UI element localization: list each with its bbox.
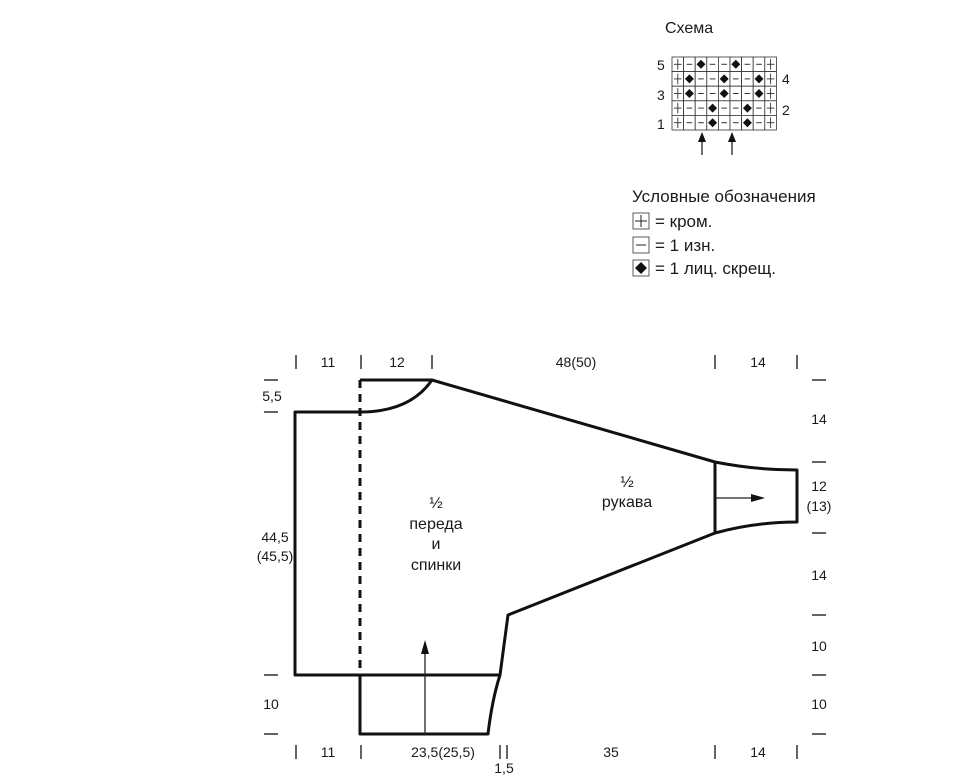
scheme-cell-knit (752, 71, 766, 87)
rib-outline (358, 674, 502, 736)
scheme-cell-edge (764, 56, 777, 73)
scheme-grid (671, 56, 777, 131)
scheme-cell-purl (718, 56, 731, 73)
left-dim-10: 10 (263, 696, 279, 712)
scheme-cell-edge (671, 71, 685, 87)
legend-title: Условные обозначения (632, 187, 816, 206)
top-dimensions: 11 12 48(50) 14 (295, 354, 798, 370)
scheme-cell-edge (764, 85, 777, 102)
bottom-dim-1-5: 1,5 (494, 760, 514, 776)
top-dim-11: 11 (321, 354, 336, 370)
right-dim-12: 12 (811, 478, 827, 494)
right-dim-10-lower: 10 (811, 696, 827, 712)
body-label-front: переда (409, 516, 462, 533)
scheme-cell-purl (741, 71, 754, 87)
right-dimensions: 14 12 (13) 14 10 10 (807, 379, 832, 735)
top-dim-48: 48(50) (556, 354, 596, 370)
repeat-arrow-1 (698, 132, 706, 155)
left-dimensions: 5,5 44,5 (45,5) 10 (257, 379, 294, 735)
legend-purl-item: = 1 изн. (632, 236, 715, 255)
row-label-5: 5 (657, 57, 665, 73)
scheme-cell-purl (694, 71, 708, 87)
scheme-cell-knit (741, 115, 754, 131)
scheme-cell-edge (764, 115, 777, 131)
legend-edge-text: = кром. (655, 212, 712, 231)
bottom-dim-11: 11 (321, 744, 336, 760)
scheme-cell-knit (752, 85, 766, 102)
right-dim-14-bottom: 14 (811, 567, 827, 583)
scheme-cell-purl (741, 56, 754, 73)
right-dim-13: (13) (807, 498, 832, 514)
bottom-dim-23-5: 23,5(25,5) (411, 744, 475, 760)
left-dim-45-5: (45,5) (257, 548, 294, 564)
scheme-cell-purl (718, 115, 731, 131)
scheme-cell-purl (752, 115, 766, 131)
scheme-cell-purl (683, 56, 696, 73)
bottom-dimensions: 11 23,5(25,5) 35 14 1,5 (295, 744, 798, 776)
legend-purl-text: = 1 изн. (655, 236, 715, 255)
scheme-cell-knit (706, 115, 719, 131)
scheme-cell-purl (741, 85, 754, 102)
legend-knit-text: = 1 лиц. скрещ. (655, 259, 776, 278)
scheme-cell-knit (694, 56, 708, 73)
scheme-cell-edge (671, 100, 685, 116)
scheme-cell-knit (706, 100, 719, 116)
row-label-4: 4 (782, 71, 790, 87)
body-label-half: ½ (429, 495, 442, 512)
scheme-cell-edge (671, 85, 685, 102)
body-label-and: и (432, 536, 441, 553)
scheme-cell-purl (706, 56, 719, 73)
scheme-cell-knit (718, 71, 731, 87)
top-dim-14: 14 (750, 354, 766, 370)
sleeve-label-half: ½ (620, 474, 633, 491)
scheme-cell-purl (706, 85, 719, 102)
scheme-cell-purl (694, 115, 708, 131)
scheme-cell-edge (764, 100, 777, 116)
scheme-title: Схема (665, 20, 713, 37)
scheme-cell-purl (729, 115, 743, 131)
scheme-cell-purl (752, 56, 766, 73)
cuff-direction-arrow (715, 494, 765, 502)
right-dim-10-upper: 10 (811, 638, 827, 654)
scheme-cell-knit (683, 71, 696, 87)
scheme-cell-edge (671, 56, 685, 73)
sleeve-label-sleeve: рукава (602, 494, 652, 511)
scheme-cell-purl (706, 71, 719, 87)
scheme-cell-purl (729, 71, 743, 87)
row-label-2: 2 (782, 102, 790, 118)
body-label-back: спинки (411, 557, 461, 574)
row-label-1: 1 (657, 116, 665, 132)
legend-edge-item: = кром. (632, 212, 712, 231)
scheme-cell-knit (729, 56, 743, 73)
scheme-cell-edge (764, 71, 777, 87)
body-sleeve-outline (293, 378, 799, 677)
scheme-cell-purl (752, 100, 766, 116)
scheme-cell-knit (741, 100, 754, 116)
right-dim-14-top: 14 (811, 411, 827, 427)
scheme: Схема 5 3 1 4 2 (657, 20, 790, 155)
top-dim-12: 12 (389, 354, 405, 370)
bottom-dim-35: 35 (603, 744, 619, 760)
scheme-cell-knit (683, 85, 696, 102)
left-dim-44-5: 44,5 (261, 529, 288, 545)
scheme-cell-purl (694, 85, 708, 102)
bottom-dim-14: 14 (750, 744, 766, 760)
scheme-cell-purl (718, 100, 731, 116)
scheme-cell-knit (718, 85, 731, 102)
scheme-cell-edge (671, 115, 685, 131)
body-direction-arrow (421, 640, 429, 734)
scheme-cell-purl (694, 100, 708, 116)
scheme-cell-purl (729, 100, 743, 116)
row-label-3: 3 (657, 87, 665, 103)
repeat-arrow-2 (728, 132, 736, 155)
scheme-cell-purl (683, 100, 696, 116)
left-dim-5-5: 5,5 (262, 388, 282, 404)
legend-knit-item: = 1 лиц. скрещ. (632, 259, 776, 278)
pattern-schematic: ½ переда и спинки ½ рукава 11 12 48(50) … (257, 354, 832, 776)
scheme-cell-purl (729, 85, 743, 102)
scheme-cell-purl (683, 115, 696, 131)
legend: Условные обозначения = кром. = 1 изн. = … (632, 187, 816, 278)
